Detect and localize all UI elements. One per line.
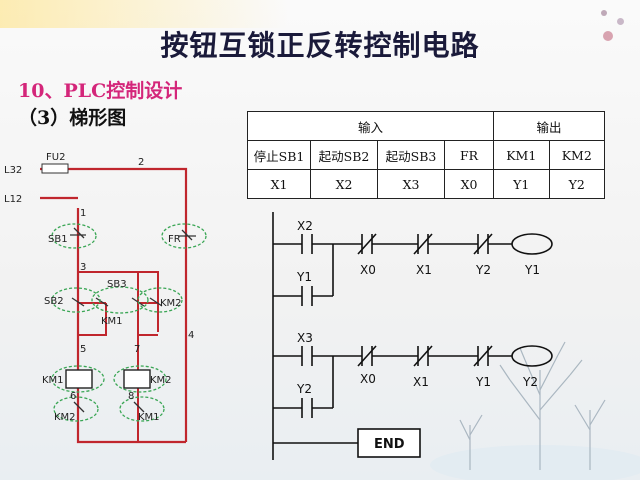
coil-km2 — [123, 369, 151, 389]
label-x0-2: X0 — [360, 372, 376, 386]
label-x1: X1 — [416, 263, 432, 277]
label-km2-interlock: KM2 — [54, 412, 76, 423]
label-node5: 5 — [80, 344, 86, 355]
io-address: X1 — [247, 169, 311, 199]
sb2-km1-symbols — [71, 297, 109, 307]
label-y1-nc: Y1 — [475, 375, 491, 389]
label-km1-contact: KM1 — [101, 316, 123, 327]
label-fr: FR — [168, 234, 181, 245]
label-coil-y2: Y2 — [522, 375, 538, 389]
io-address: Y1 — [493, 169, 550, 199]
wire-sb2-km1-loop — [78, 302, 107, 336]
label-x3: X3 — [297, 331, 313, 345]
interlock-contact-symbols — [73, 401, 145, 413]
io-address: X0 — [444, 169, 494, 199]
label-node4: 4 — [188, 330, 194, 341]
decorative-dot — [601, 10, 607, 16]
label-km1-interlock: KM1 — [138, 412, 160, 423]
sb1-contact-symbol — [70, 227, 86, 239]
io-address-row: X1 X2 X3 X0 Y1 Y2 — [247, 169, 605, 199]
label-km2-coil: KM2 — [150, 375, 172, 386]
label-km1-coil: KM1 — [42, 375, 64, 386]
fuse-fu2 — [41, 163, 69, 174]
ladder-diagram: X2 Y1 X0 X1 Y2 Y1 X3 Y2 X0 X1 Y1 Y2 END — [272, 212, 553, 460]
label-end: END — [374, 437, 405, 452]
label-l12: L12 — [4, 194, 22, 205]
decorative-dot — [603, 31, 613, 41]
label-sb1: SB1 — [48, 234, 68, 245]
io-label: FR — [444, 140, 494, 170]
label-fu2: FU2 — [46, 152, 65, 163]
winter-tree-decoration — [430, 341, 640, 480]
slide-subtitle: 10、PLC控制设计 — [18, 80, 183, 102]
label-node2: 2 — [138, 157, 144, 168]
label-node8: 8 — [128, 391, 134, 402]
wire-sb3-km2-loop — [138, 302, 158, 336]
label-l32: L32 — [4, 165, 22, 176]
coil-y1 — [511, 233, 553, 255]
label-x0: X0 — [360, 263, 376, 277]
io-address: X2 — [310, 169, 378, 199]
label-y1-hold: Y1 — [296, 270, 312, 284]
rung-1 — [273, 233, 553, 306]
io-label: KM1 — [493, 140, 550, 170]
decorative-dot — [617, 18, 624, 25]
label-km2-contact: KM2 — [160, 298, 182, 309]
label-x1-2: X1 — [413, 375, 429, 389]
io-header-row: 输入 输出 — [247, 111, 605, 141]
relay-control-circuit: L32 L12 FU2 2 1 3 4 5 7 6 8 SB1 FR SB2 S… — [4, 152, 207, 444]
io-assignment-table: 输入 输出 停止SB1 起动SB2 起动SB3 FR KM1 KM2 X1 X2… — [247, 111, 605, 199]
slide-title: 按钮互锁正反转控制电路 — [160, 29, 480, 62]
label-sb3: SB3 — [107, 279, 127, 290]
label-node1: 1 — [80, 208, 86, 219]
io-address: X3 — [377, 169, 445, 199]
io-address: Y2 — [548, 169, 605, 199]
label-y2-nc: Y2 — [475, 263, 491, 277]
label-node7: 7 — [134, 344, 140, 355]
io-label: 起动SB2 — [310, 140, 378, 170]
rung-2 — [273, 345, 553, 418]
dashed-highlights — [51, 223, 207, 422]
top-decoration — [0, 0, 640, 28]
section-heading: （3）梯形图 — [18, 107, 127, 129]
coil-km1 — [65, 369, 93, 389]
label-node3: 3 — [80, 262, 86, 273]
label-coil-y1: Y1 — [524, 263, 540, 277]
rung-end — [273, 428, 421, 458]
label-y2-hold: Y2 — [296, 382, 312, 396]
fr-contact-symbol — [178, 229, 196, 241]
coil-y2 — [511, 345, 553, 367]
label-x2: X2 — [297, 219, 313, 233]
label-node6: 6 — [70, 391, 76, 402]
io-label-row: 停止SB1 起动SB2 起动SB3 FR KM1 KM2 — [247, 140, 605, 170]
label-sb2: SB2 — [44, 296, 64, 307]
end-box — [357, 428, 421, 458]
wire-l32-rail — [40, 167, 188, 442]
wire-node3-branch — [78, 271, 159, 332]
